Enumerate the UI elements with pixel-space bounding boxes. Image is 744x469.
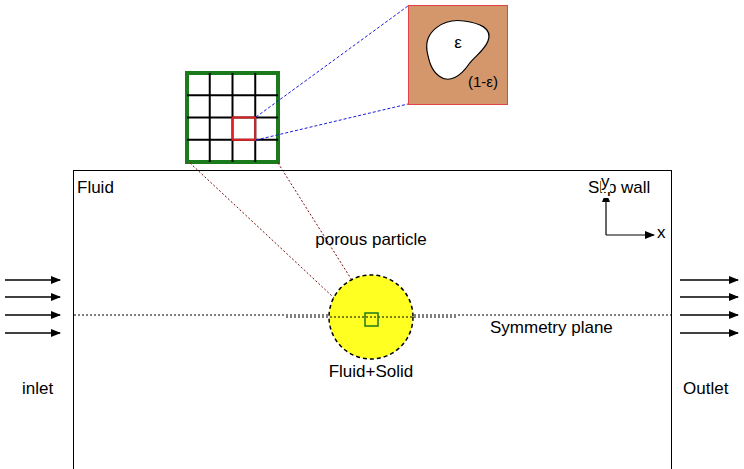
porous-particle: porous particleFluid+Solid — [286, 226, 456, 386]
node-label: Fluid+Solid — [329, 362, 414, 382]
node-label: porous particle — [315, 230, 427, 250]
annotation-label: Symmetry plane — [490, 318, 613, 338]
mesh-grid — [187, 73, 278, 162]
zoom-leaders-blue — [256, 6, 408, 140]
annotation-label: x — [657, 223, 666, 243]
pore-space: ε — [437, 26, 479, 60]
outlet-arrows — [680, 280, 738, 333]
node-label: Fluid — [77, 178, 114, 198]
inlet-arrows — [5, 280, 60, 333]
node-label: (1-ε) — [468, 73, 498, 90]
pore-zoom-box: (1-ε) ε — [408, 5, 508, 105]
axes — [606, 193, 654, 235]
node-label: ε — [454, 33, 462, 53]
annotation-label: y — [601, 172, 610, 192]
annotation-label: Slip wall — [588, 178, 650, 198]
annotation-label: Outlet — [683, 379, 728, 399]
annotation-label: inlet — [22, 379, 53, 399]
